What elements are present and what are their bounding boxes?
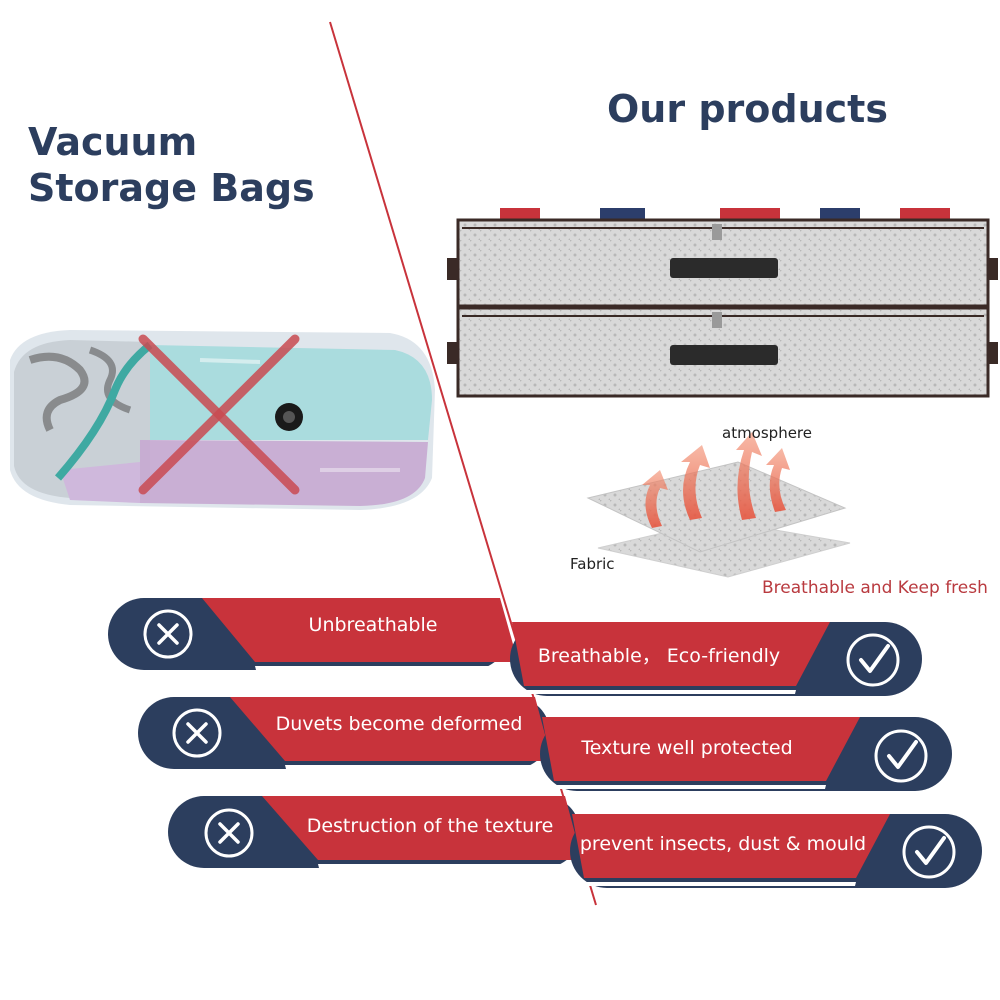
vacuum-bags-title: Vacuum Storage Bags [28,120,315,211]
our-products-title: Our products [607,87,888,131]
red-cross-mark [138,334,300,495]
x-circle-icon [172,708,222,758]
pros-bar-3 [570,814,982,888]
cons-bar-3 [168,796,584,868]
check-circle-icon [874,729,928,783]
pros-bar-1 [510,622,922,696]
check-circle-icon [902,825,956,879]
pros-label-prevent-insects: prevent insects, dust & mould [579,833,867,855]
pros-bar-2 [540,717,952,791]
vacuum-bags-title-line1: Vacuum [28,120,198,164]
cons-label-unbreathable: Unbreathable [308,614,438,636]
cons-bar-2 [138,697,554,769]
x-circle-icon [204,808,254,858]
breathable-fabric-diagram [586,432,851,578]
atmosphere-label: atmosphere [722,424,812,442]
cons-bar-1 [108,598,520,670]
fabric-label: Fabric [570,555,615,573]
x-circle-icon [143,609,193,659]
breathable-caption: Breathable and Keep fresh [762,578,988,598]
cons-label-texture-destruction: Destruction of the texture [306,815,554,837]
cons-label-duvets-deformed: Duvets become deformed [275,713,523,735]
storage-box-photo [447,208,998,398]
pros-label-texture-protected: Texture well protected [581,737,793,759]
vacuum-bags-title-line2: Storage Bags [28,165,315,210]
pros-label-breathable: Breathable， Eco-friendly [537,645,781,667]
check-circle-icon [846,633,900,687]
